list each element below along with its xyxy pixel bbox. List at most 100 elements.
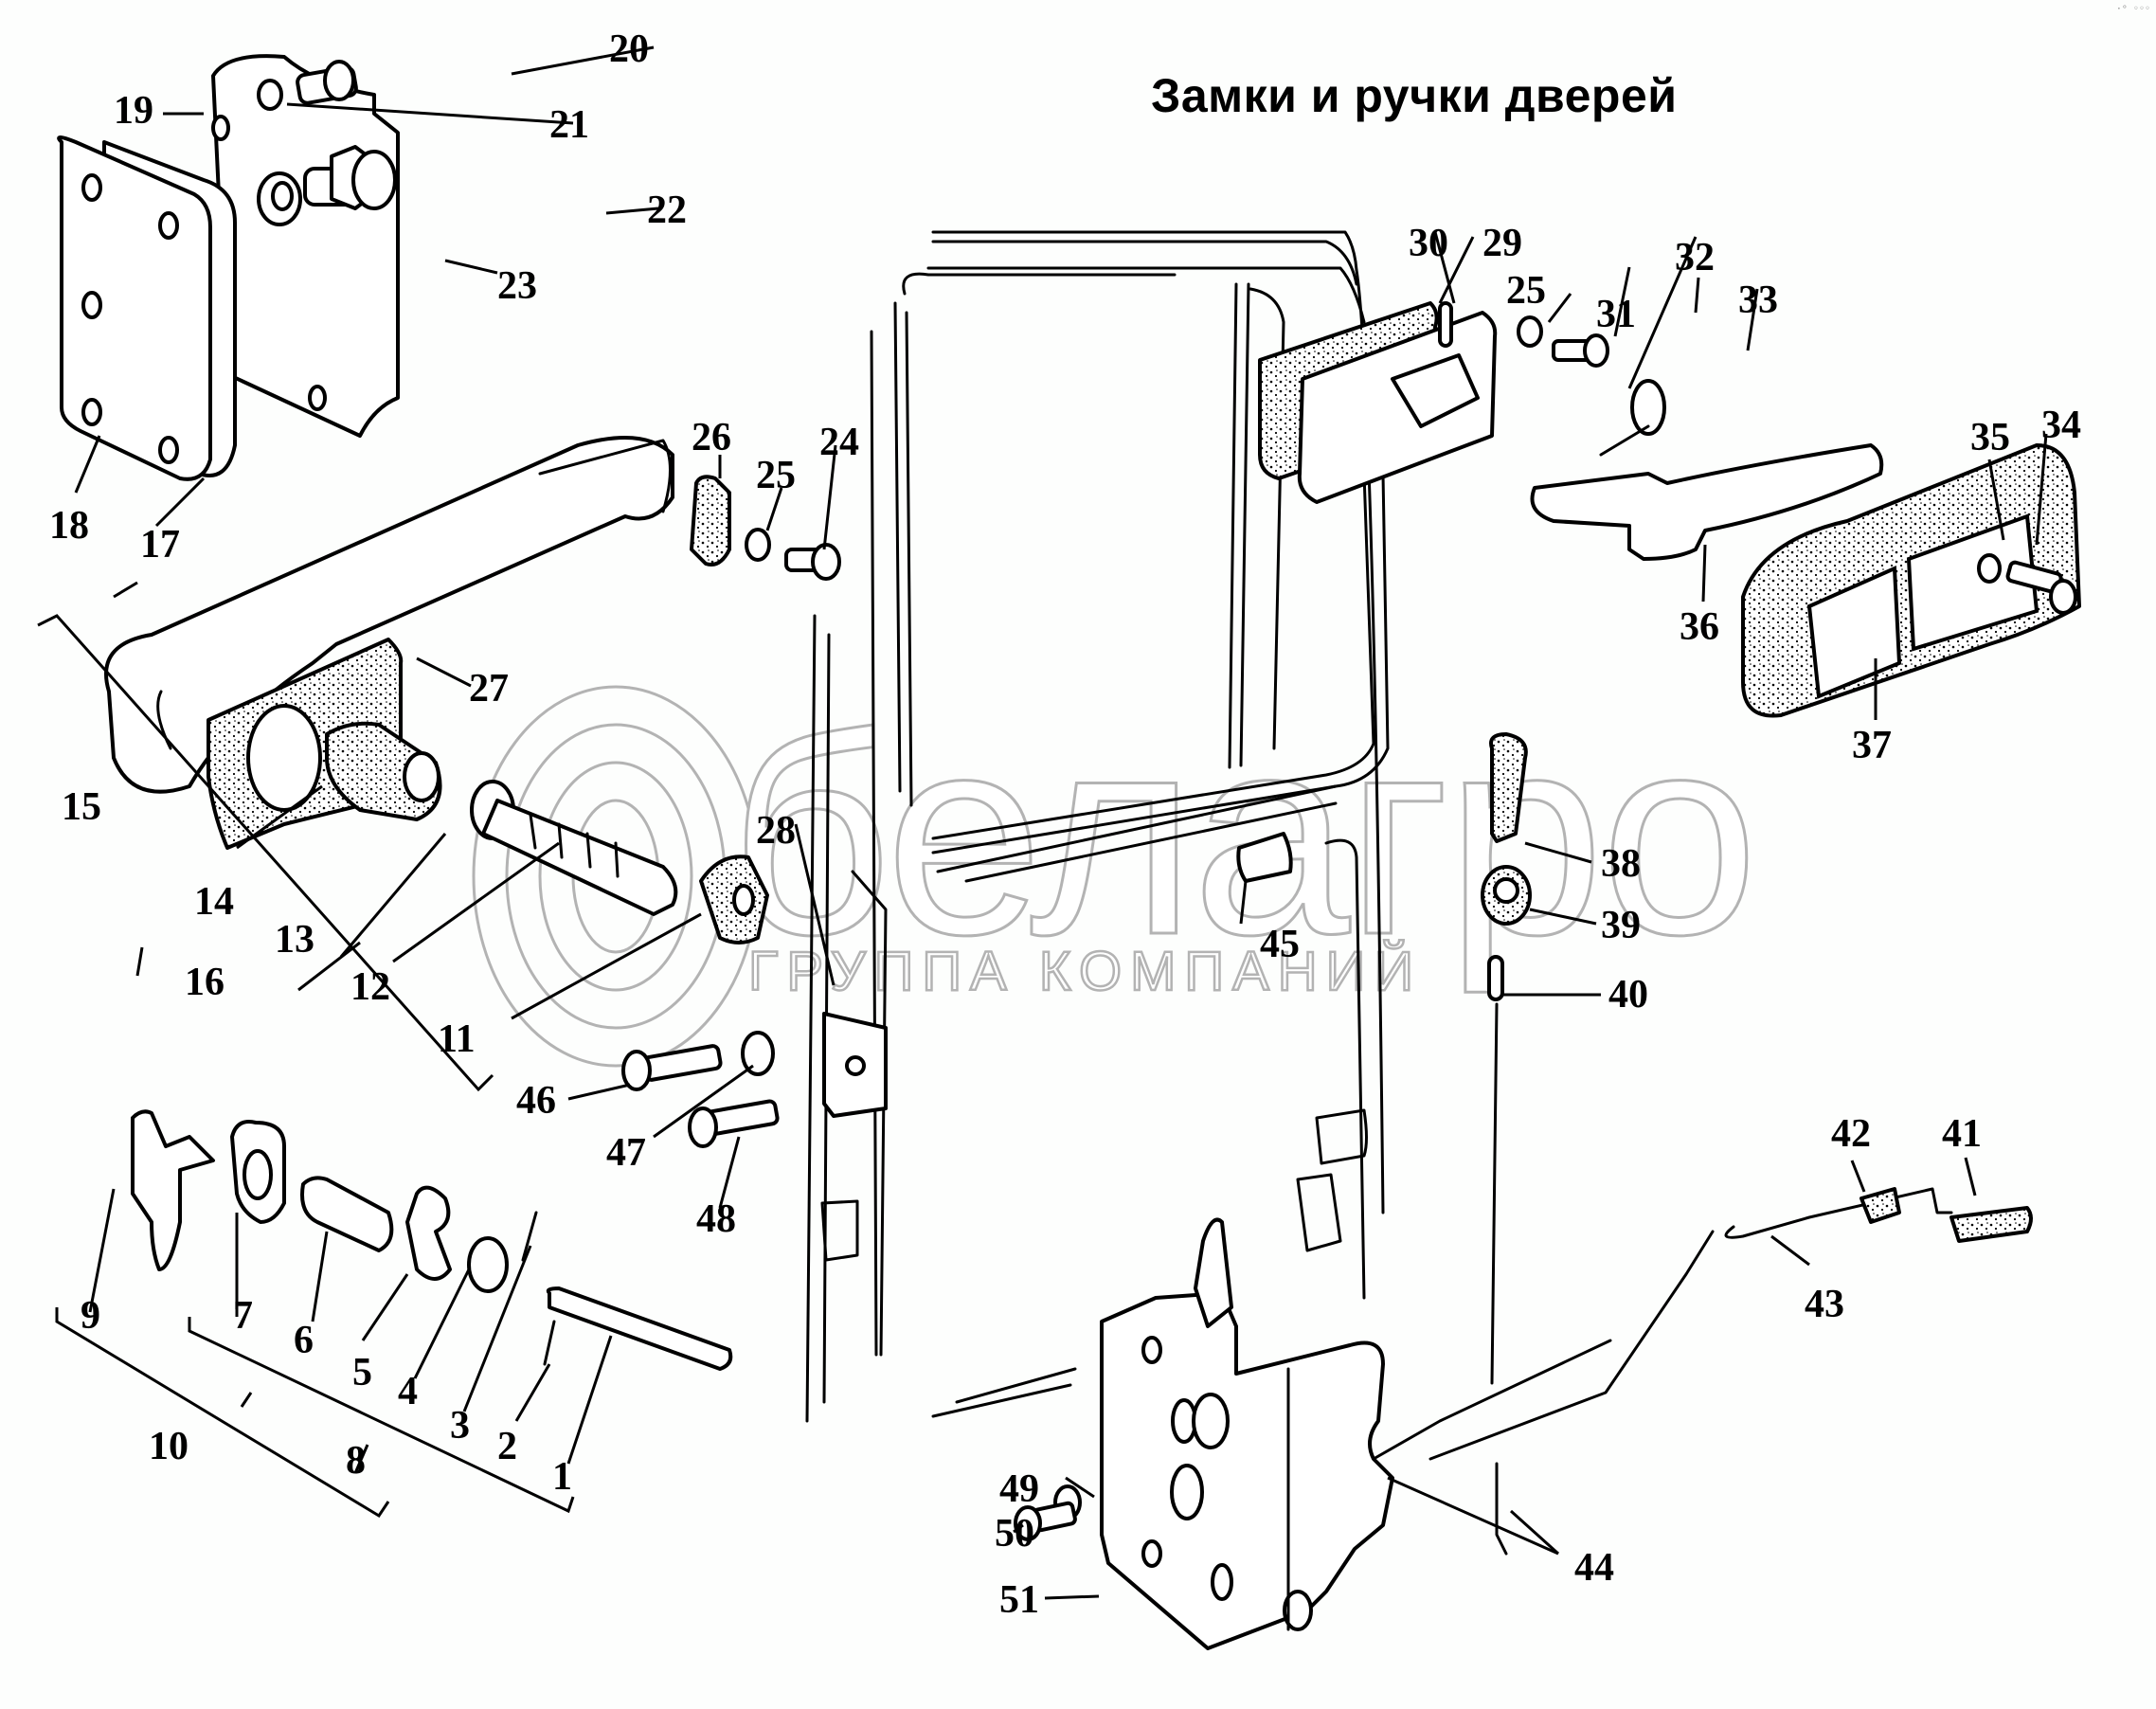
watermark-subtitle: ГРУППА КОМПАНИЙ [748,941,1422,1002]
callout-5: 5 [352,1351,372,1394]
part-45-inner-release [1236,832,1293,883]
callout-2: 2 [497,1425,517,1468]
part-46-screw [621,1044,723,1091]
part-32-pin [1438,301,1453,348]
callout-26: 26 [692,416,731,459]
callout-20: 20 [609,27,649,71]
callout-51: 51 [999,1578,1039,1622]
part-36-inner-lever [1530,443,1884,561]
part-11-nut [699,854,769,944]
door-frame [805,230,1390,1423]
callout-7: 7 [233,1294,253,1338]
leader-lines [37,45,2048,1600]
part-25-washer-b [1517,315,1543,348]
callout-11: 11 [438,1017,476,1061]
part-24-bolt [784,543,841,581]
part-48-screw [688,1099,780,1148]
callout-23: 23 [497,264,537,308]
watermark: белагро ГРУППА КОМПАНИЙ [472,675,1760,1068]
callout-labels: 1 2 3 4 5 6 7 8 9 10 11 12 13 14 15 16 1… [49,27,2081,1622]
callout-1: 1 [552,1455,572,1499]
part-43-link-rod [1428,1187,1953,1461]
callout-42: 42 [1831,1112,1871,1156]
watermark-brand: белагро [729,675,1754,996]
callout-24: 24 [819,421,859,464]
callout-8: 8 [346,1439,366,1483]
callout-38: 38 [1601,842,1641,886]
part-7-escutcheon [230,1120,286,1224]
callout-31: 31 [1596,293,1636,336]
part-28-striker [822,1012,888,1118]
callout-35: 35 [1970,416,2010,459]
part-12-spring-rod [481,799,678,916]
callout-21: 21 [549,103,589,147]
callout-25b: 25 [1506,269,1546,313]
callout-40: 40 [1608,973,1648,1016]
part-37-inner-bezel [1741,443,2081,718]
callout-17: 17 [140,523,180,567]
part-23-washer [257,171,302,226]
callout-28: 28 [756,809,796,853]
part-40-rod [1487,955,1504,1385]
callout-49: 49 [999,1467,1039,1511]
diagram-title: Замки и ручки дверей [1151,69,1678,122]
callout-10: 10 [149,1425,189,1468]
part-1-axle [546,1286,733,1371]
callout-27: 27 [469,667,509,711]
callout-29: 29 [1482,222,1522,265]
part-14-lock-cylinder [325,721,442,821]
callout-44: 44 [1574,1546,1614,1590]
callout-25a: 25 [756,454,796,497]
callout-36: 36 [1680,605,1719,649]
part-39-bushing [1481,865,1532,926]
part-29-handle-housing [1297,311,1498,504]
part-21-washer [257,79,283,111]
callout-33: 33 [1738,279,1778,322]
callout-50: 50 [995,1512,1034,1556]
part-41-clip [1949,1206,2033,1243]
part-44-linkage [1372,1339,1612,1556]
callout-45: 45 [1260,923,1300,966]
part-51-lock-body [1100,1217,1394,1650]
part-18-plate [57,135,212,481]
part-26-plate [690,475,731,567]
part-3-cotter-pin [521,1211,538,1262]
part-31-screw [1552,333,1609,368]
part-50-screw [1014,1501,1077,1541]
callout-12: 12 [350,965,390,1009]
callout-47: 47 [606,1131,646,1175]
part-35-washer [1977,553,2002,584]
part-5-lever [405,1185,452,1281]
corner-marks: ·ᵒ ◦◦◦ [2115,4,2150,14]
part-33-spring [1599,379,1666,457]
callout-13: 13 [275,918,314,962]
callout-16: 16 [185,961,225,1004]
callout-18: 18 [49,504,89,548]
callout-15: 15 [62,785,101,829]
part-47-washer [741,1031,775,1076]
callout-30: 30 [1409,222,1448,265]
part-6-cylinder [300,1176,394,1252]
callout-37: 37 [1852,724,1892,767]
callout-32: 32 [1675,236,1715,279]
callout-39: 39 [1601,904,1641,947]
callout-43: 43 [1805,1283,1844,1326]
callout-14: 14 [194,880,234,924]
callout-41: 41 [1942,1112,1982,1156]
callout-34: 34 [2041,404,2081,447]
callout-19: 19 [114,89,153,133]
part-9-keys [131,1109,215,1271]
part-38-knob [1489,732,1528,843]
callout-48: 48 [696,1197,736,1241]
callout-22: 22 [647,189,687,232]
callout-3: 3 [450,1404,470,1448]
part-34-screw [2005,560,2077,615]
callout-46: 46 [516,1079,556,1123]
part-2-cotter-pin [543,1320,556,1366]
part-20-bolt [296,60,358,105]
part-22-stud [303,145,397,210]
part-42-clip [1860,1187,1901,1224]
callout-9: 9 [81,1294,100,1338]
callout-4: 4 [398,1370,418,1413]
